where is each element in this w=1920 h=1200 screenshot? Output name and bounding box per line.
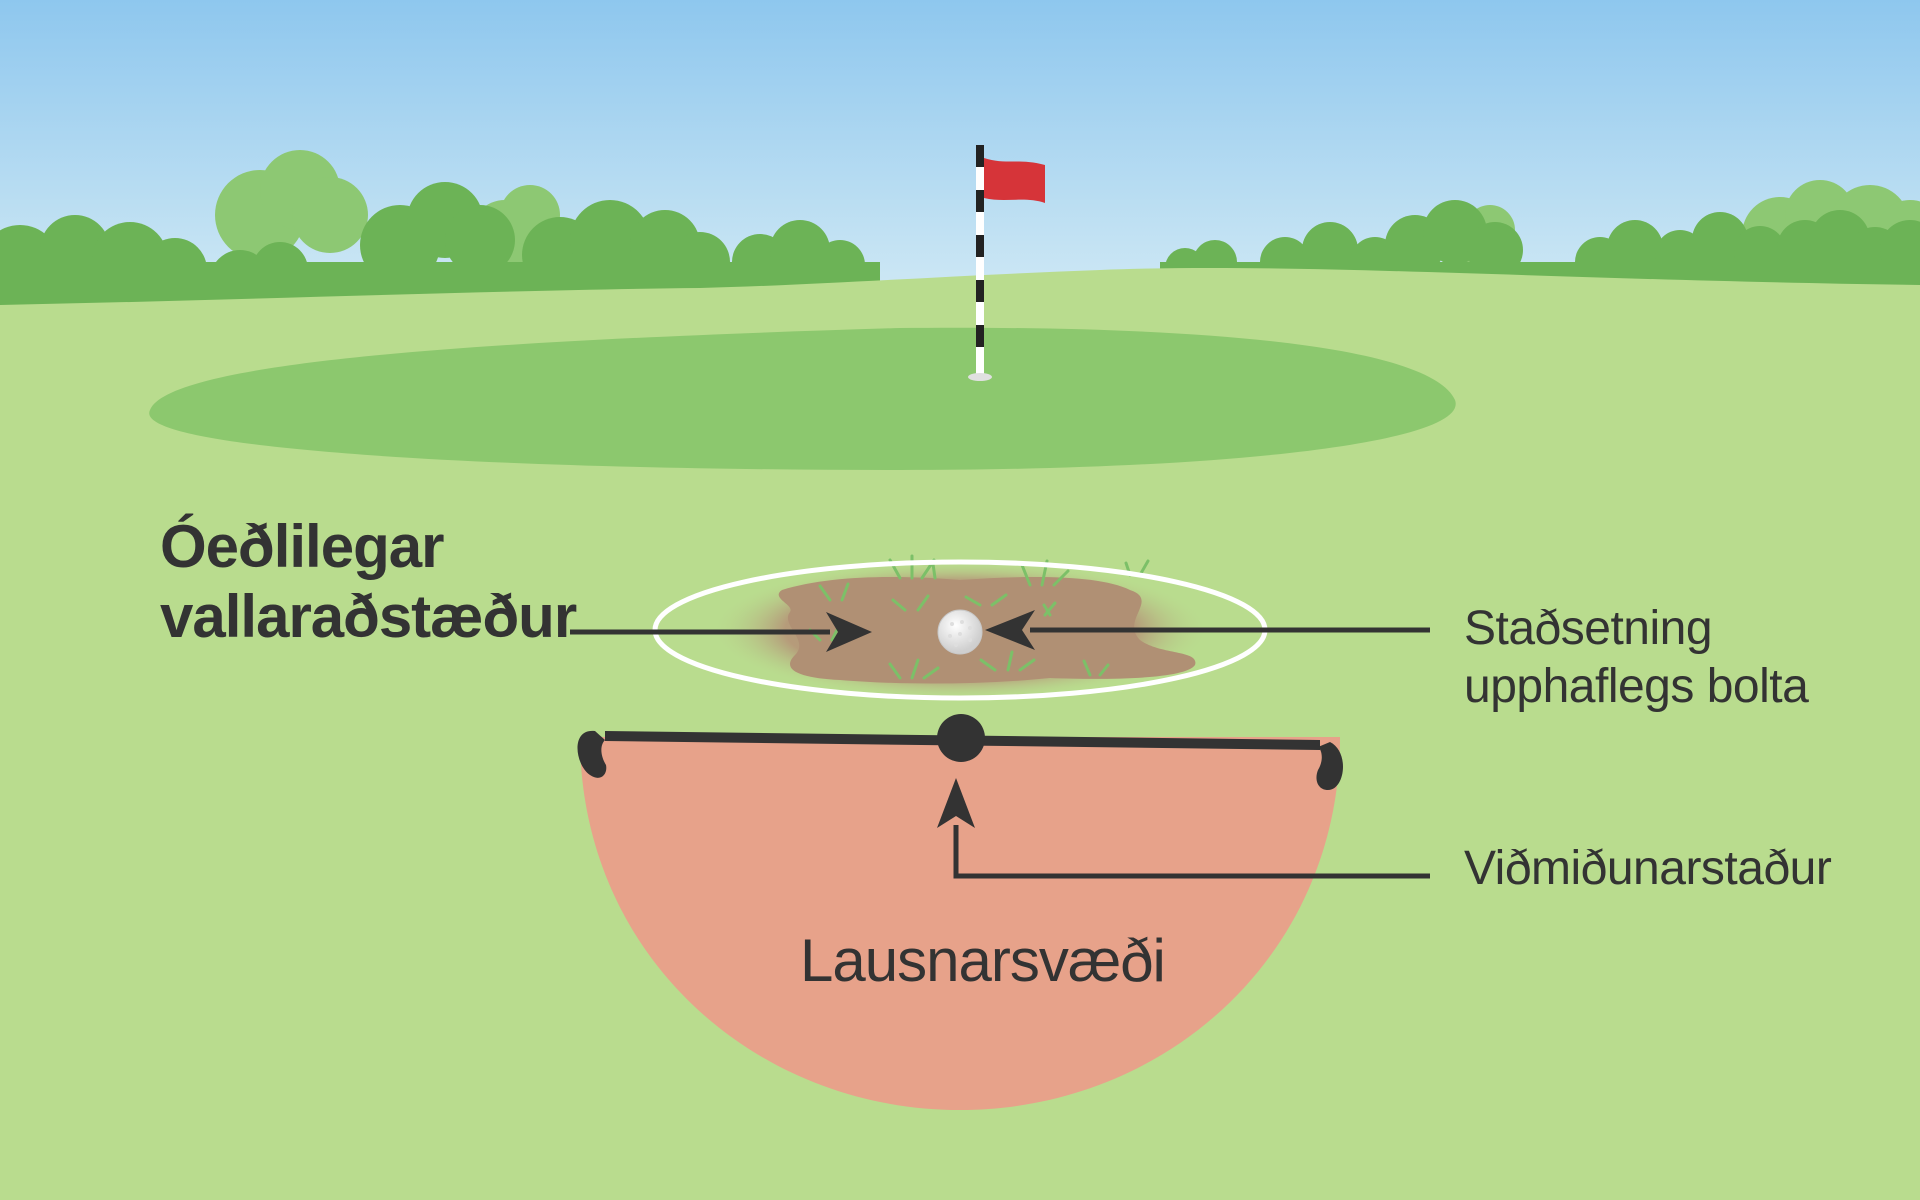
reference-point-dot xyxy=(937,714,985,762)
arrow-original-to-ball xyxy=(985,610,1430,650)
arrow-abnormal-to-ball xyxy=(570,612,872,652)
relief-area-label: Lausnarsvæði xyxy=(800,927,1166,994)
tree-line xyxy=(0,150,1920,322)
golf-ball xyxy=(937,609,983,655)
abnormal-label-line1: Óeðlilegar xyxy=(160,513,444,580)
putting-green xyxy=(149,327,1456,470)
grass-tufts xyxy=(808,554,1150,680)
original-label-line2: upphaflegs bolta xyxy=(1464,659,1809,713)
abnormal-label-line2: vallaraðstæður xyxy=(160,582,577,650)
reference-point-label: Viðmiðunarstaður xyxy=(1464,842,1832,895)
red-flag xyxy=(984,158,1045,203)
arrow-reference xyxy=(937,778,1430,879)
flagstick xyxy=(968,145,992,381)
original-label-line1: Staðsetning xyxy=(1464,602,1713,655)
relief-area xyxy=(580,737,1340,1110)
original-ball-label: Staðsetning upphaflegs bolta xyxy=(1464,600,1809,715)
abnormal-conditions-label: Óeðlilegar vallaraðstæður xyxy=(160,512,577,651)
